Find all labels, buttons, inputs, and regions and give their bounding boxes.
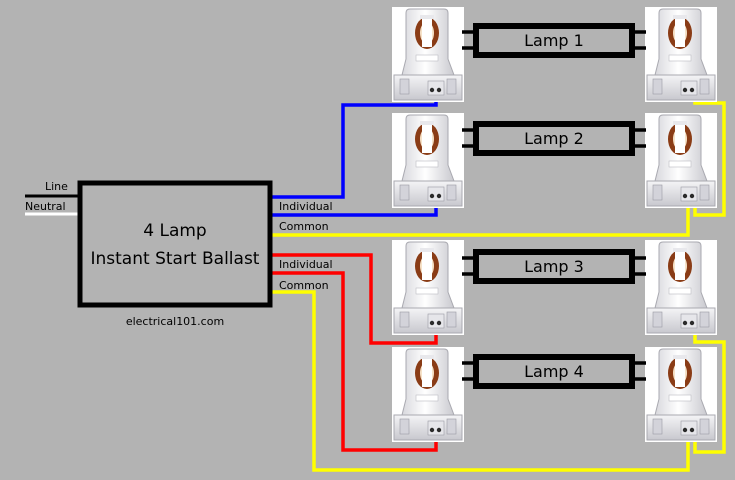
credit-text: electrical101.com [126,315,224,328]
yellow-common-wire-a [270,200,690,237]
red-individual-wire [270,253,438,345]
lampholder-left-3 [391,239,465,336]
lampholder-right-2 [644,112,718,209]
lampholder-right-1 [644,6,718,103]
red-individual-wire-2 [270,271,438,452]
ballast-title-line1: 4 Lamp [143,221,206,241]
lampholder-right-4 [644,346,718,443]
red-individual-label: Individual [279,258,333,271]
blue-individual-wire [270,97,438,199]
lamp-label-3: Lamp 3 [524,257,584,276]
yellow-common-wire-b [270,290,690,472]
lampholder-left-1 [391,6,465,103]
ballast-title-line2: Instant Start Ballast [91,249,260,269]
red-wires [270,253,438,452]
blue-common-label: Common [279,220,329,233]
lampholder-left-4 [391,346,465,443]
lamp-label-1: Lamp 1 [524,31,584,50]
blue-individual-label: Individual [279,200,333,213]
neutral-label: Neutral [25,200,66,213]
lamp-label-4: Lamp 4 [524,362,584,381]
ballast-box [77,180,273,308]
lampholder-right-3 [644,239,718,336]
lampholder-left-2 [391,112,465,209]
lamp-label-2: Lamp 2 [524,129,584,148]
yellow-jumper-lamp3-lamp4 [693,328,726,454]
red-common-label: Common [279,279,329,292]
line-label: Line [45,180,68,193]
